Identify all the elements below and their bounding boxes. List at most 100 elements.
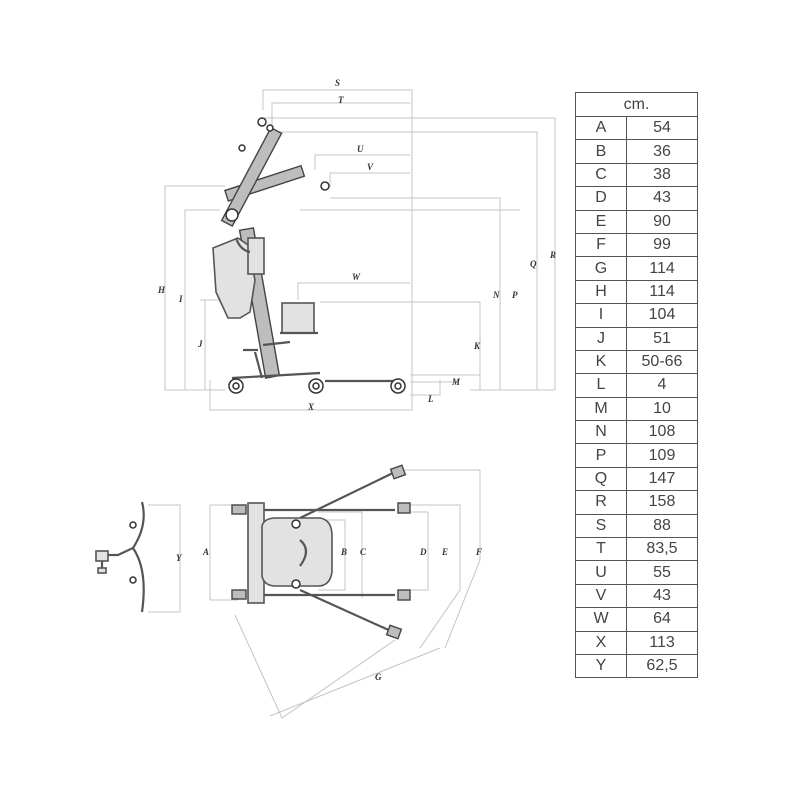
knee-pad	[212, 237, 256, 319]
dimension-value: 108	[626, 420, 698, 445]
dimension-key: B	[575, 139, 627, 164]
label-A: A	[202, 547, 209, 557]
dimension-key: W	[575, 607, 627, 632]
dimension-value: 36	[626, 139, 698, 164]
table-header-row: cm.	[575, 92, 698, 117]
dimension-value: 62,5	[626, 653, 698, 679]
label-X: X	[307, 402, 315, 412]
dimension-value: 83,5	[626, 537, 698, 562]
label-V: V	[367, 162, 374, 172]
label-I: I	[178, 294, 183, 304]
dimension-key: I	[575, 303, 627, 328]
unit-header: cm.	[575, 92, 698, 117]
dimension-key: P	[575, 443, 627, 468]
label-Q: Q	[530, 259, 537, 269]
dimension-value: 43	[626, 186, 698, 211]
top-view-footplate	[261, 517, 333, 587]
label-C: C	[360, 547, 367, 557]
dimension-value: 104	[626, 303, 698, 328]
label-N: N	[492, 290, 500, 300]
dimension-key: Q	[575, 466, 627, 492]
dimension-key: E	[575, 209, 627, 234]
dimension-value: 109	[626, 443, 698, 468]
dimension-key: V	[575, 583, 627, 609]
dimension-key: J	[575, 326, 627, 351]
dimension-key: H	[575, 279, 627, 305]
label-D: D	[419, 547, 427, 557]
dimension-value: 10	[626, 396, 698, 422]
dimension-value: 114	[626, 256, 698, 281]
label-P: P	[512, 290, 518, 300]
dimension-value: 158	[626, 490, 698, 515]
dimension-key: R	[575, 490, 627, 515]
dimension-key: C	[575, 162, 627, 188]
label-H: H	[157, 285, 166, 295]
dimension-value: 43	[626, 583, 698, 609]
label-E: E	[441, 547, 448, 557]
side-view-lift	[212, 117, 406, 394]
dimension-value: 147	[626, 466, 698, 492]
dimension-value: 113	[626, 630, 698, 655]
dimension-value: 99	[626, 232, 698, 258]
dimension-value: 54	[626, 115, 698, 141]
label-R: R	[549, 250, 556, 260]
dimension-value: 4	[626, 373, 698, 398]
label-U: U	[357, 144, 364, 154]
dimension-value: 55	[626, 560, 698, 585]
dimension-key: Y	[575, 653, 627, 679]
label-K: K	[473, 341, 481, 351]
label-G: G	[375, 672, 382, 682]
dimension-key: L	[575, 373, 627, 398]
dimension-value: 51	[626, 326, 698, 351]
dimension-key: F	[575, 232, 627, 258]
top-view-dimension-lines	[148, 469, 481, 719]
dimension-key: S	[575, 513, 627, 539]
label-W: W	[352, 272, 361, 282]
dimension-value: 90	[626, 209, 698, 234]
label-Y: Y	[176, 553, 183, 563]
dimension-key: G	[575, 256, 627, 281]
label-F: F	[475, 547, 482, 557]
dimension-value: 50-66	[626, 349, 698, 375]
dimension-value: 88	[626, 513, 698, 539]
dimension-labels: S T U V W H I J K N P Q R M L X Y A B C …	[157, 78, 556, 682]
dimension-key: T	[575, 537, 627, 562]
top-view-chassis	[231, 464, 411, 640]
dimension-key: U	[575, 560, 627, 585]
dimension-key: M	[575, 396, 627, 422]
dimension-value: 38	[626, 162, 698, 188]
label-J: J	[197, 339, 203, 349]
top-view-hanger	[95, 501, 145, 613]
label-B: B	[340, 547, 347, 557]
dimension-key: D	[575, 186, 627, 211]
label-S: S	[335, 78, 340, 88]
dimension-key: N	[575, 420, 627, 445]
hanger-arm	[220, 126, 283, 228]
dimension-key: A	[575, 115, 627, 141]
battery-box	[281, 302, 315, 334]
label-M: M	[451, 377, 461, 387]
